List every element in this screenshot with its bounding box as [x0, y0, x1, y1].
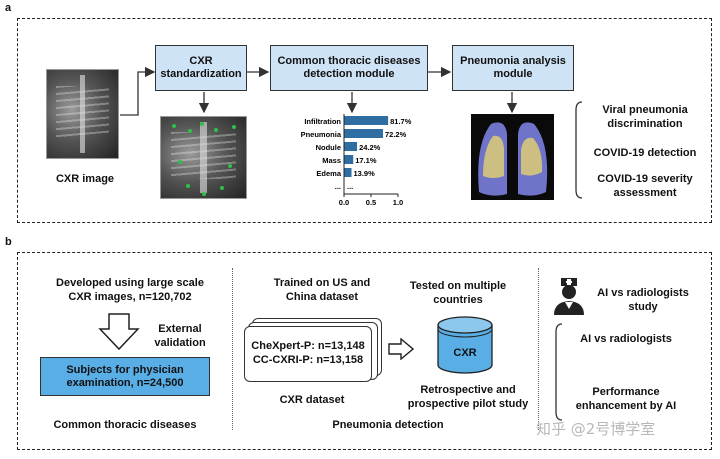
retro-line-1: Retrospective and — [420, 384, 516, 396]
bar-value-label: 72.2% — [385, 130, 407, 139]
cxr-database-label: CXR — [453, 347, 477, 359]
cxr-standardization-box: CXR standardization — [155, 45, 247, 91]
dataset-chexpert: CheXpert-P: n=13,148 — [251, 340, 365, 352]
disease-bar-chart: Infiltration 81.7% Pneumonia 72.2% Nodule 24.… — [301, 114, 412, 207]
bar-value-label: ... — [347, 182, 353, 191]
right-arrow-icon — [388, 338, 414, 360]
bar-value-label: 17.1% — [355, 156, 377, 165]
panel-a-letter: a — [5, 2, 12, 14]
x-tick-label: 1.0 — [393, 198, 403, 207]
outcome-3-line-2: assessment — [613, 187, 677, 199]
outcome-covid-detection: COVID-19 detection — [586, 146, 704, 160]
item-1-line-1: AI vs radiologists — [580, 333, 672, 345]
x-tick-label: 0.0 — [339, 198, 349, 207]
landmark-dots — [172, 122, 236, 196]
tested-line-1: Tested on multiple — [409, 280, 507, 292]
bar-value-label: 81.7% — [390, 117, 412, 126]
retrospective-text: Retrospective and prospective pilot stud… — [402, 383, 534, 411]
ai-vs-radiologists-study: AI vs radiologists study — [588, 286, 698, 314]
pna-line-1: Pneumonia analysis — [460, 55, 566, 67]
item-2-line-1: Performance — [592, 386, 660, 398]
outcome-1-line-1: Viral pneumonia — [602, 104, 688, 116]
external-line-1: External — [158, 323, 202, 335]
dataset-card: CheXpert-P: n=13,148 CC-CXRI-P: n=13,158 — [244, 326, 372, 382]
dataset-cc-cxri: CC-CXRI-P: n=13,158 — [252, 354, 364, 366]
bar — [344, 116, 389, 125]
x-tick-label: 0.5 — [366, 198, 376, 207]
trained-line-2: China dataset — [285, 291, 359, 303]
developed-text: Developed using large scale CXR images, … — [40, 276, 220, 304]
cxr-database-icon — [437, 316, 493, 374]
lung-overlay — [478, 122, 548, 196]
watermark: 知乎 @2号博学室 — [536, 420, 656, 438]
retro-line-2: prospective pilot study — [407, 398, 529, 410]
outcome-3-line-1: COVID-19 severity — [597, 173, 693, 185]
panel-a-connectors — [120, 66, 583, 199]
item-2-line-2: enhancement by AI — [575, 400, 677, 412]
study-line-2: study — [628, 301, 658, 313]
det-line-1: Common thoracic diseases — [277, 55, 421, 67]
pna-line-2: module — [493, 68, 533, 80]
detection-module-box: Common thoracic diseases detection modul… — [270, 45, 428, 91]
bar — [344, 168, 352, 177]
outcome-viral-pneumonia: Viral pneumonia discrimination — [586, 103, 704, 131]
common-thoracic-footer: Common thoracic diseases — [53, 419, 197, 431]
bracket-b — [555, 323, 563, 421]
std-line-2: standardization — [160, 68, 242, 80]
developed-line-1: Developed using large scale — [56, 277, 204, 289]
bar-category-label: Nodule — [316, 143, 341, 152]
bar — [344, 129, 383, 138]
separator-2 — [538, 268, 539, 430]
developed-line-2: CXR images, n=120,702 — [68, 291, 192, 303]
pneumonia-module-box: Pneumonia analysis module — [452, 45, 574, 91]
trained-line-1: Trained on US and — [273, 277, 371, 289]
down-arrow-icon — [98, 313, 140, 351]
bar-category-label: ... — [335, 182, 341, 191]
study-line-1: AI vs radiologists — [597, 287, 689, 299]
outcome-covid-severity: COVID-19 severity assessment — [586, 172, 704, 200]
outcome-1-line-2: discrimination — [607, 118, 683, 130]
pneumonia-detection-footer: Pneumonia detection — [332, 419, 444, 431]
cxr-dataset-caption: CXR dataset — [279, 394, 345, 406]
performance-enhancement-item: Performance enhancement by AI — [566, 385, 686, 413]
outcome-2-line-1: COVID-19 detection — [593, 147, 697, 159]
external-line-2: validation — [154, 337, 206, 349]
external-validation-text: External validation — [140, 322, 220, 350]
panel-b-frame — [17, 252, 712, 450]
doctor-icon — [554, 278, 584, 315]
subjects-line-2: examination, n=24,500 — [66, 376, 184, 389]
bar-category-label: Infiltration — [304, 117, 341, 126]
cxr-image-label: CXR image — [55, 173, 115, 185]
separator-1 — [232, 268, 233, 430]
tested-line-2: countries — [433, 294, 483, 306]
bar-value-label: 24.2% — [359, 143, 381, 152]
det-line-2: detection module — [303, 68, 395, 80]
cxr-image — [46, 69, 119, 159]
std-line-1: CXR — [189, 55, 213, 67]
panel-a-frame — [17, 18, 712, 223]
bar-value-label: 13.9% — [354, 169, 376, 178]
bar-category-label: Pneumonia — [301, 130, 342, 139]
bar — [344, 155, 354, 164]
panel-b-letter: b — [5, 236, 12, 248]
bar-category-label: Mass — [322, 156, 341, 165]
tested-text: Tested on multiple countries — [398, 279, 518, 307]
standardized-cxr-image — [160, 116, 247, 199]
trained-text: Trained on US and China dataset — [262, 276, 382, 304]
bar — [344, 142, 358, 151]
subjects-line-1: Subjects for physician — [66, 363, 184, 376]
lung-segmentation-image — [471, 114, 554, 200]
subjects-box: Subjects for physician examination, n=24… — [40, 357, 210, 396]
ai-vs-radiologists-item: AI vs radiologists — [566, 332, 686, 346]
bar-category-label: Edema — [316, 169, 341, 178]
